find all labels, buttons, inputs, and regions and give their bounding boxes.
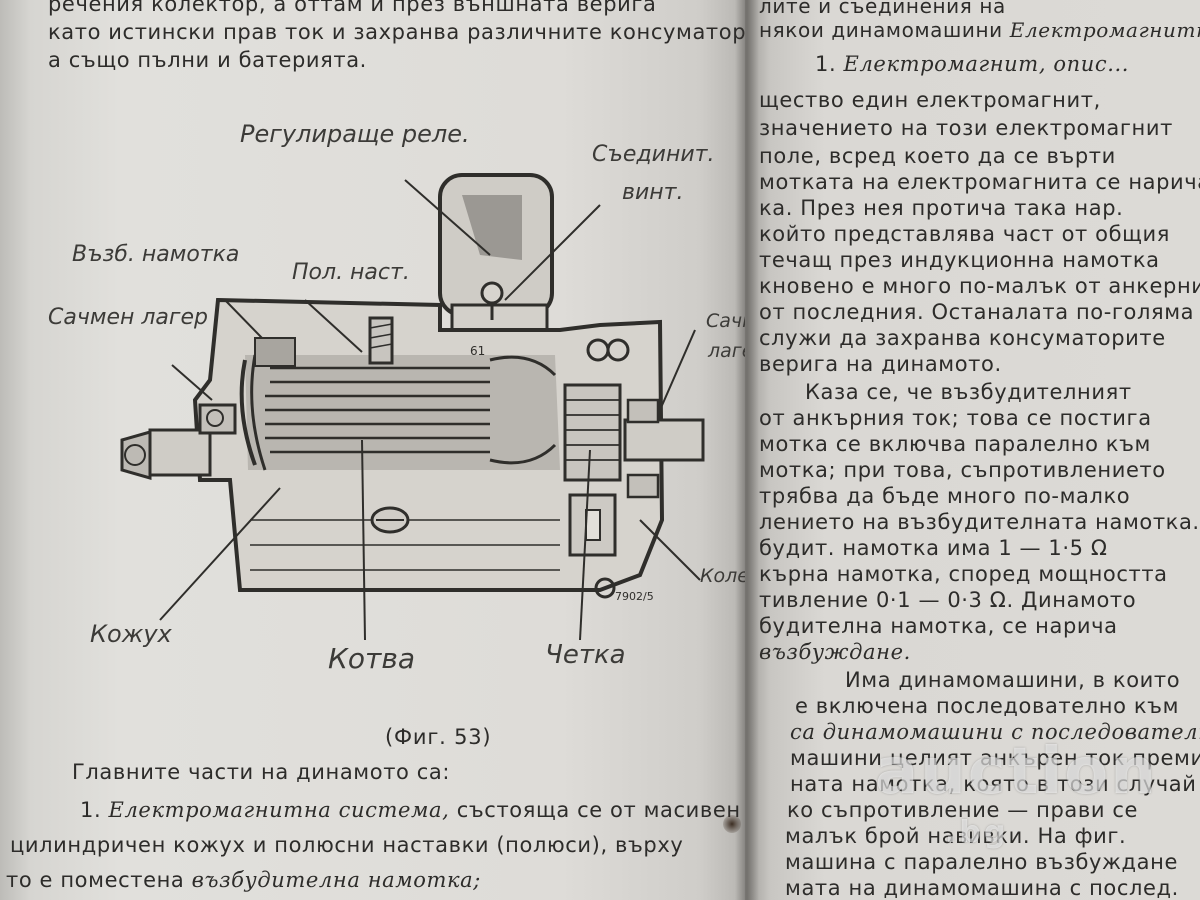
- label-excitation-winding: Възб. намотка: [72, 242, 240, 267]
- right-line-11: кновено е много по-малък от анкерния: [759, 274, 1200, 298]
- top-text-line-1: речения колектор, а оттам и през външнат…: [48, 0, 657, 16]
- book-gutter: [735, 0, 759, 900]
- right-line-8: ка. През нея протича така нар.: [759, 196, 1124, 220]
- right-line-25: възбуждане.: [759, 640, 911, 664]
- right-line-29: машини целият анкърен ток преминава: [790, 746, 1200, 770]
- label-housing: Кожух: [90, 620, 172, 648]
- right-line-14: верига на динамото.: [759, 352, 1002, 376]
- list-item-1: 1. Електромагнитна система, състояща се …: [80, 798, 741, 822]
- right-line-33: машина с паралелно възбуждане: [785, 850, 1179, 874]
- right-line-31: ко съпротивление — прави се: [787, 798, 1139, 822]
- right-line-30: ната намотка, която в този случай: [790, 772, 1197, 796]
- list-item-1-number: 1.: [80, 798, 102, 822]
- right-line-2: някои динамомашини Електромагнитната сис…: [759, 18, 1200, 42]
- dynamo-cross-section-figure: 61 7902/5: [120, 173, 705, 641]
- label-ball-bearing-right-1: Сачмен: [706, 310, 745, 332]
- leader-lines: [159, 179, 701, 641]
- label-connecting-screw-2: винт.: [622, 180, 684, 205]
- right-line-22: кърна намотка, според мощността: [759, 562, 1168, 586]
- right-line-15: Каза се, че възбудителният: [805, 380, 1132, 404]
- paper-stain: [723, 815, 741, 833]
- label-ball-bearing-right-2: лагер: [708, 340, 745, 362]
- right-line-10: течащ през индукционна намотка: [759, 248, 1160, 272]
- shaft-right: [623, 418, 705, 462]
- label-collector: Колектор: [700, 565, 745, 587]
- right-line-1: лите и съединения на: [759, 0, 1006, 18]
- right-line-13: служи да захранва консуматорите: [759, 326, 1166, 350]
- right-line-3: 1. Електромагнит, опис...: [815, 52, 1129, 76]
- right-line-4: щество един електромагнит,: [759, 88, 1101, 112]
- right-line-5: значението на този електромагнит: [759, 116, 1173, 140]
- bearing-left: [198, 403, 237, 435]
- figure-caption: (Фиг. 53): [385, 725, 492, 749]
- right-line-16: от анкърния ток; това се постига: [759, 406, 1152, 430]
- shaft-left: [148, 428, 212, 477]
- right-line-19: трябва да бъде много по-малко: [759, 484, 1131, 508]
- left-page: речения колектор, а оттам и през външнат…: [0, 0, 745, 900]
- right-line-18: мотка; при това, съпротивлението: [759, 458, 1166, 482]
- right-line-3-term: Електромагнит, опис...: [843, 52, 1130, 76]
- list-item-1-line-3-term: възбудителна намотка;: [191, 868, 481, 892]
- watermark-brand: auction: [875, 735, 1158, 809]
- label-armature: Котва: [328, 642, 415, 675]
- watermark-domain: .bg: [945, 815, 1009, 850]
- label-connecting-screw-1: Съединит.: [592, 142, 715, 167]
- right-line-7: мотката на електромагнита се нарича: [759, 170, 1200, 194]
- label-pole-piece: Пол. наст.: [292, 260, 410, 285]
- top-text-line-3: а също пълни и батерията.: [48, 48, 367, 72]
- main-parts-heading: Главните части на динамото са:: [72, 760, 451, 784]
- right-line-26: Има динамомашини, в които: [845, 668, 1181, 692]
- armature-core: [265, 366, 490, 454]
- right-line-20: лението на възбудителната намотка.: [759, 510, 1200, 534]
- right-line-21: будит. намотка има 1 — 1·5 Ω: [759, 536, 1108, 560]
- right-page: лите и съединения на някои динамомашини …: [745, 0, 1200, 900]
- right-line-3-num: 1.: [815, 52, 837, 76]
- relay-number: 61: [470, 344, 485, 358]
- label-brush: Четка: [545, 640, 626, 670]
- right-line-9: който представлява част от общия: [759, 222, 1170, 246]
- label-ball-bearing-left: Сачмен лагер: [48, 305, 208, 330]
- right-line-24: будителна намотка, се нарича: [759, 614, 1118, 638]
- right-line-32: малък брой навивки. На фиг.: [785, 824, 1127, 848]
- auction-watermark: auction .bg: [875, 735, 1200, 865]
- right-line-27: е включена последователно към: [795, 694, 1180, 718]
- right-line-34: мата на динамомашина с послед.: [785, 876, 1179, 900]
- list-item-1-rest: състояща се от масивен: [456, 798, 741, 822]
- right-line-17: мотка се включва паралелно към: [759, 432, 1151, 456]
- list-item-1-line-3: то е поместена възбудителна намотка;: [6, 868, 481, 892]
- connecting-screw: [480, 281, 504, 305]
- right-line-12: от последния. Останалата по-голяма: [759, 300, 1195, 324]
- right-line-2-text: някои динамомашини: [759, 18, 1003, 42]
- list-item-1-term: Електромагнитна система,: [108, 798, 450, 822]
- drawing-number: 7902/5: [615, 590, 654, 603]
- right-line-2-tail: Електромагнитната система: [1009, 18, 1200, 42]
- right-line-23: тивление 0·1 — 0·3 Ω. Динамото: [759, 588, 1137, 612]
- label-regulating-relay: Регулираще реле.: [240, 120, 470, 148]
- right-line-28: са динамомашини с последователно: [790, 720, 1200, 744]
- right-line-6: поле, всред което да се върти: [759, 144, 1116, 168]
- top-text-line-2: като истински прав ток и захранва различ…: [48, 20, 745, 44]
- list-item-1-line-3-prefix: то е поместена: [6, 868, 185, 892]
- list-item-1-line-2: цилиндричен кожух и полюсни наставки (по…: [10, 833, 684, 857]
